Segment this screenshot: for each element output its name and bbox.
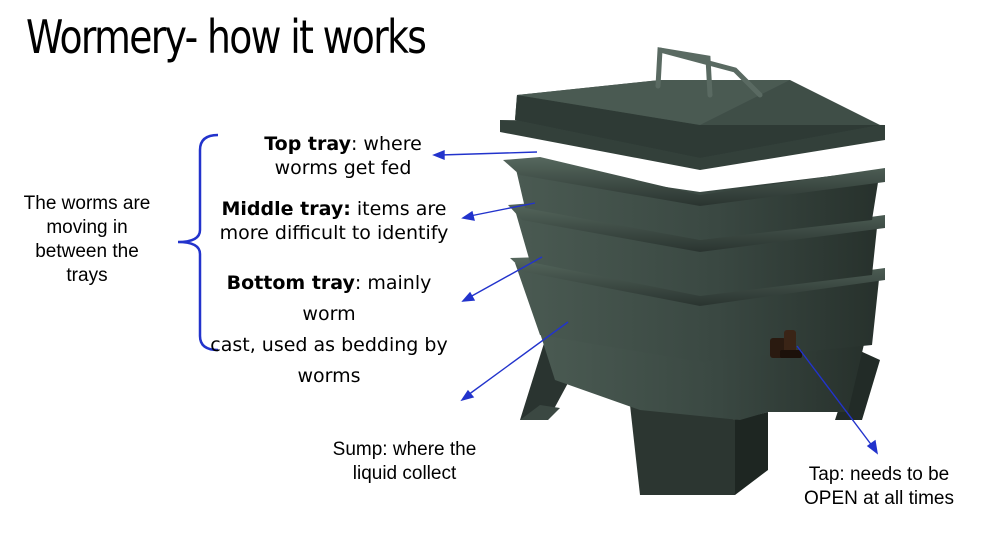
arrow-sump xyxy=(467,321,569,396)
middle-tray-label: Middle tray: items are more difficult to… xyxy=(219,198,449,244)
top-tray-label: Top tray: where worms get fed xyxy=(264,133,422,179)
arrow-bottom-tray xyxy=(469,256,543,298)
arrow-tap xyxy=(796,345,874,448)
lid xyxy=(500,80,885,170)
arrows xyxy=(432,149,878,455)
worms-moving-note: The worms are moving in between the tray… xyxy=(23,193,151,286)
upper-tray xyxy=(503,157,885,240)
base-legs xyxy=(520,340,880,495)
brace xyxy=(177,133,219,352)
arrow-middle-tray xyxy=(469,202,536,217)
lid-handle xyxy=(655,47,763,98)
tap-label: Tap: needs to be OPEN at all times xyxy=(804,464,954,509)
tap xyxy=(770,330,802,358)
bottom-tray-label: Bottom tray: mainly worm cast, used as b… xyxy=(210,272,448,387)
arrow-top-tray xyxy=(439,151,538,156)
sump-label: Sump: where the liquid collect xyxy=(332,439,477,484)
middle-tray xyxy=(508,202,885,296)
page-title: Wormery- how it works xyxy=(26,10,427,64)
